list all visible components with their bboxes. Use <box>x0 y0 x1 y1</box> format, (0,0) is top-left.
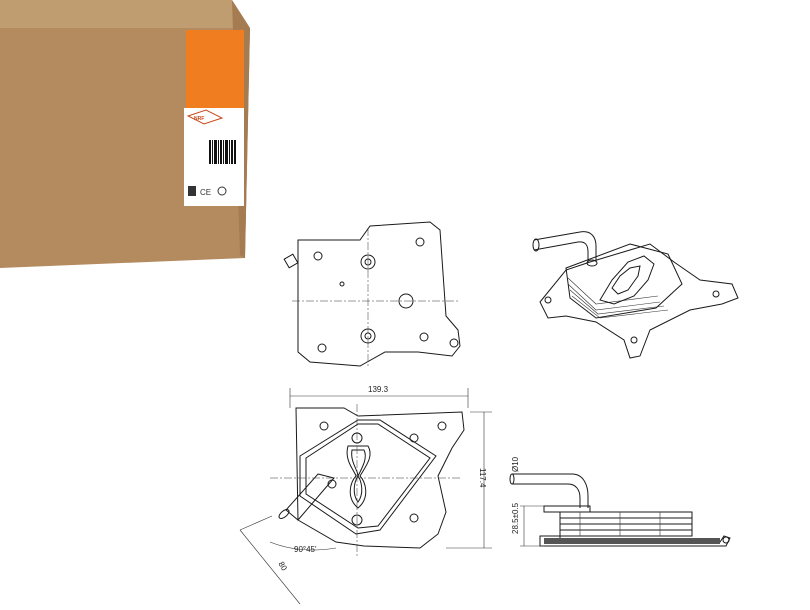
dim-pipe-diameter: Ø10 <box>511 456 520 472</box>
cooler-side-view: 28.5±0.5 Ø10 <box>509 456 731 547</box>
barcode <box>208 138 238 166</box>
recycle-icon <box>217 186 227 196</box>
cert-icon <box>188 186 196 196</box>
dim-diagonal: 80 <box>277 560 290 573</box>
dim-stack-height: 28.5±0.5 <box>511 502 520 534</box>
orange-label <box>186 30 244 116</box>
base-plate-fill <box>544 538 720 544</box>
cooler-front-view: 139.3 117.4 90°45' 80 <box>239 385 492 605</box>
ce-mark: CE <box>200 188 211 197</box>
plate-top-view <box>283 221 461 368</box>
nrf-logo <box>186 109 224 125</box>
box-top-face <box>0 0 250 28</box>
product-box-image: NRF CE <box>0 0 250 268</box>
dim-height: 117.4 <box>478 468 487 488</box>
dim-angle: 90°45' <box>294 545 317 554</box>
dim-width: 139.3 <box>368 385 389 394</box>
nrf-logo-text: NRF <box>194 116 204 122</box>
cooler-isometric-view <box>532 231 739 359</box>
